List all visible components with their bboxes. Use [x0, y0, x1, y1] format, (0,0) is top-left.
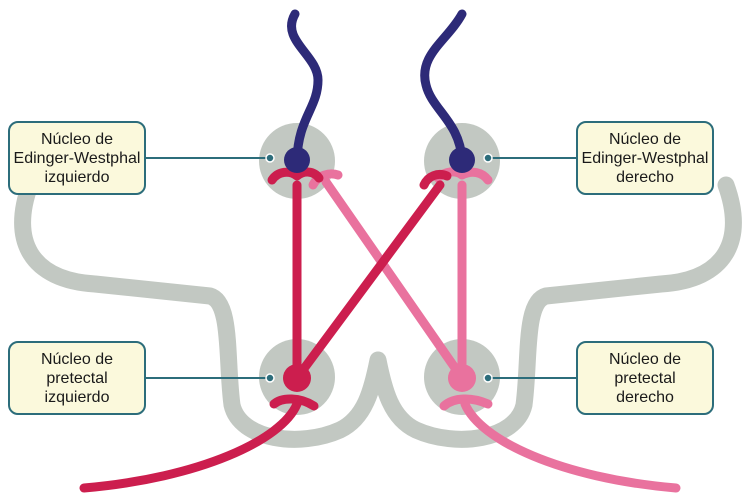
label-pt-right-line1: Núcleo de: [609, 350, 681, 369]
label-ew-left: Núcleo de Edinger-Westphal izquierdo: [8, 121, 146, 195]
label-ew-right: Núcleo de Edinger-Westphal derecho: [576, 121, 714, 195]
leader-dot-pt-right: [484, 374, 492, 382]
ew-left-nucleus: [284, 147, 310, 173]
label-pt-left-line3: izquierdo: [45, 388, 110, 407]
leader-dot-ew-right: [484, 154, 492, 162]
label-pt-right: Núcleo de pretectal derecho: [576, 341, 714, 415]
label-pt-left-line1: Núcleo de: [41, 350, 113, 369]
label-ew-left-line3: izquierdo: [45, 168, 110, 187]
pt-left-nucleus: [283, 364, 311, 392]
label-ew-right-line2: Edinger-Westphal: [582, 149, 709, 168]
label-ew-right-line3: derecho: [616, 168, 674, 187]
label-pt-right-line2: pretectal: [614, 369, 675, 388]
crimson-crossing-fiber: [297, 185, 440, 378]
label-ew-left-line1: Núcleo de: [41, 130, 113, 149]
leader-dot-ew-left: [266, 154, 274, 162]
label-ew-right-line1: Núcleo de: [609, 130, 681, 149]
pink-afferent-fiber: [465, 404, 676, 488]
label-pt-left: Núcleo de pretectal izquierdo: [8, 341, 146, 415]
pink-crossing-fiber: [326, 182, 462, 378]
ew-right-nucleus: [449, 147, 475, 173]
label-ew-left-line2: Edinger-Westphal: [14, 149, 141, 168]
leader-dot-pt-left: [266, 374, 274, 382]
label-pt-right-line3: derecho: [616, 388, 674, 407]
crimson-afferent-fiber: [84, 404, 297, 488]
pt-right-nucleus: [448, 364, 476, 392]
label-pt-left-line2: pretectal: [46, 369, 107, 388]
